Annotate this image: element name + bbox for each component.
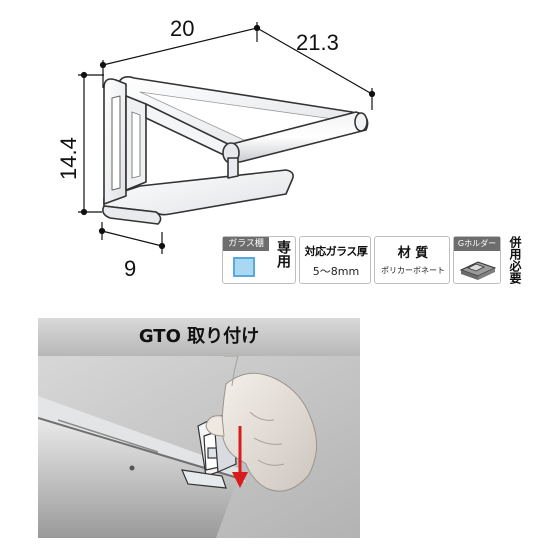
badge-label: 対応ガラス厚 [304,245,368,258]
dim-height: 14.4 [56,137,81,180]
spec-badges: ガラス棚 専用 対応ガラス厚 5～8mm 材 質 ポリカーボネート Gホルダー … [222,236,522,284]
badge-g-holder: Gホルダー 併用必要 [453,236,522,284]
dim-base: 9 [124,256,136,281]
gto-clip-illustration [102,76,369,225]
badge-label: 材 質 [397,246,429,261]
g-holder-icon [459,261,497,280]
product-drawing: 20 21.3 14.4 9 [56,16,376,281]
badge-tab: ガラス棚 [223,237,269,251]
badge-glass-shelf: ガラス棚 専用 [222,236,296,284]
push-down-arrow [232,426,248,488]
installation-photo [38,356,360,538]
dim-depth: 21.3 [296,30,339,55]
badge-glass-thickness: 対応ガラス厚 5～8mm [299,236,371,284]
glass-shelf-icon [233,257,255,277]
section-title: GTO 取り付け [138,326,260,347]
badge-label: 併用必要 [508,236,522,284]
badge-label: 専用 [275,240,291,268]
badge-material: 材 質 ポリカーボネート [374,236,450,284]
hand [205,356,318,492]
installation-illustration [38,356,360,538]
badge-value: ポリカーボネート [381,266,445,275]
badge-tab: Gホルダー [454,237,500,251]
section-header: GTO 取り付け [38,318,360,356]
dimension-lines [78,22,376,254]
dim-width: 20 [170,16,194,41]
badge-value: 5～8mm [312,265,360,278]
